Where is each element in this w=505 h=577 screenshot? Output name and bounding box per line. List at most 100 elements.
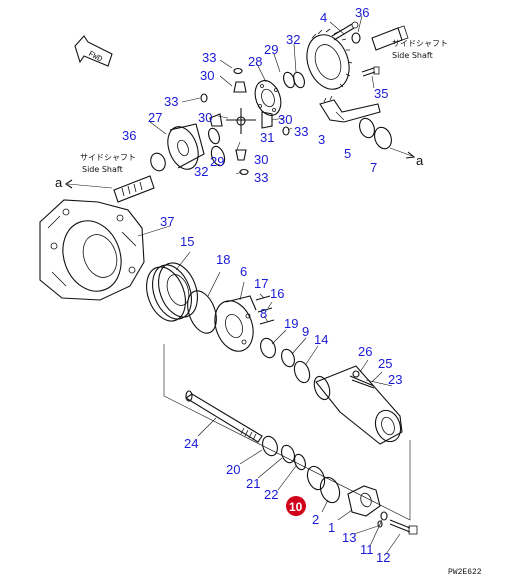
callout-16: 16 — [270, 286, 284, 301]
callout-30-a: 30 — [200, 68, 214, 83]
washer-33-a — [233, 67, 243, 75]
seal-9 — [281, 348, 295, 368]
callout-14: 14 — [314, 332, 328, 347]
bolt-12-head — [408, 525, 418, 535]
bearing-19 — [260, 337, 276, 359]
side-shaft-label-en-left: Side Shaft — [82, 165, 123, 174]
callout-25: 25 — [378, 356, 392, 371]
connection-arrow-right: a — [389, 147, 424, 168]
callout-33-d: 33 — [254, 170, 268, 185]
side-shaft-label-jp-left: サイドシャフト — [80, 153, 136, 162]
callout-9: 9 — [302, 324, 309, 339]
callout-33-b: 33 — [164, 94, 178, 109]
brake-housing — [214, 295, 257, 352]
washer-33-b — [200, 93, 208, 103]
callout-1: 1 — [328, 520, 335, 535]
callout-13: 13 — [342, 530, 356, 545]
callout-20: 20 — [226, 462, 240, 477]
ring-gear — [306, 28, 353, 90]
axle-tube — [313, 365, 403, 445]
bolt-12 — [389, 519, 411, 533]
brake-bolts — [255, 295, 275, 325]
callout-33-a: 33 — [202, 50, 216, 65]
pinion-spider — [209, 81, 273, 161]
callout-5: 5 — [344, 146, 351, 161]
washer-36-top — [351, 32, 361, 44]
callout-30-c: 30 — [278, 112, 292, 127]
callout-35: 35 — [374, 86, 388, 101]
callout-4: 4 — [320, 10, 327, 25]
forward-arrow-icon: FWD — [74, 35, 113, 67]
callout-22: 22 — [264, 487, 278, 502]
callout-numbers: 4 36 29 32 33 28 30 33 27 30 30 33 31 36… — [122, 5, 402, 565]
side-shaft-label-en-right: Side Shaft — [392, 51, 433, 60]
leader-lines — [137, 15, 401, 555]
drive-shaft — [184, 390, 263, 443]
callout-23: 23 — [388, 372, 402, 387]
bevel-pinion-shaft — [319, 95, 381, 123]
washer-11 — [380, 511, 388, 521]
connection-arrow-left: a — [55, 175, 113, 190]
side-shaft-label-jp-right: サイドシャフト — [392, 39, 448, 48]
alignment-guide — [163, 344, 411, 521]
callout-21: 21 — [246, 476, 260, 491]
side-gear-32-top — [293, 71, 305, 89]
o-ring-13 — [377, 520, 383, 528]
callout-27: 27 — [148, 110, 162, 125]
callout-12: 12 — [376, 550, 390, 565]
snap-ring-14 — [293, 360, 311, 384]
callout-29-bottom: 29 — [210, 154, 224, 169]
differential-case — [167, 123, 205, 170]
callout-26: 26 — [358, 344, 372, 359]
callout-30-b: 30 — [198, 110, 212, 125]
thrust-washer-29-bottom — [208, 127, 220, 145]
differential-case-half — [254, 80, 282, 116]
o-ring-18 — [187, 290, 217, 334]
washer-33-c — [282, 126, 290, 136]
brake-disc-pack — [146, 262, 198, 322]
hub-flange — [347, 485, 381, 517]
callout-6: 6 — [240, 264, 247, 279]
snap-ring-22 — [294, 453, 306, 471]
connection-marker-left: a — [55, 175, 63, 190]
callout-17: 17 — [254, 276, 268, 291]
callout-36-left: 36 — [122, 128, 136, 143]
callout-37: 37 — [160, 214, 174, 229]
callout-19: 19 — [284, 316, 298, 331]
connection-marker-right: a — [416, 153, 424, 168]
axle-housing — [39, 199, 145, 301]
callout-33-c: 33 — [294, 124, 308, 139]
bearing-20 — [262, 435, 278, 457]
callout-36-top: 36 — [355, 5, 369, 20]
callout-8: 8 — [260, 306, 267, 321]
plug-26 — [352, 370, 360, 378]
side-shaft-left — [113, 175, 155, 203]
bearing-5 — [359, 117, 375, 139]
callout-18: 18 — [216, 252, 230, 267]
forward-label: FWD — [87, 50, 104, 65]
callout-11: 11 — [360, 542, 374, 557]
callout-31: 31 — [260, 130, 274, 145]
bolt-25 — [349, 375, 375, 389]
spacer-21 — [281, 444, 295, 464]
highlight-marker[interactable] — [286, 496, 306, 516]
washer-2 — [319, 476, 341, 504]
bearing-36-left — [150, 152, 166, 172]
bearing-7 — [374, 126, 392, 150]
ring-gear-bolt — [331, 21, 359, 41]
side-shaft-right — [371, 25, 409, 51]
callout-15: 15 — [180, 234, 194, 249]
callout-7: 7 — [370, 160, 377, 175]
callout-29-top: 29 — [264, 42, 278, 57]
washer-33-d — [239, 168, 249, 176]
callout-24: 24 — [184, 436, 198, 451]
callout-30-d: 30 — [254, 152, 268, 167]
callout-32-top: 32 — [286, 32, 300, 47]
callout-10-highlighted[interactable]: 10 — [289, 500, 303, 514]
callout-3: 3 — [318, 132, 325, 147]
drawing-code: PW2E622 — [448, 568, 482, 577]
bolt-35 — [361, 66, 380, 77]
callout-2: 2 — [312, 512, 319, 527]
callout-32-bottom: 32 — [194, 164, 208, 179]
